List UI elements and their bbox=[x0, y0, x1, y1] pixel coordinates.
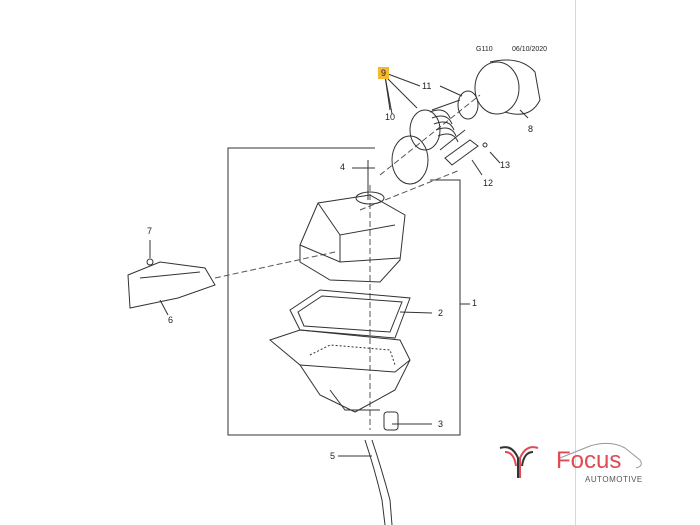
callout-10[interactable]: 10 bbox=[385, 112, 396, 122]
callout-9-highlighted[interactable]: 9 bbox=[378, 67, 390, 79]
part-1-lower-housing bbox=[268, 329, 411, 413]
part-1-air-cleaner-cover bbox=[299, 191, 406, 283]
callout-13[interactable]: 13 bbox=[500, 160, 511, 170]
callout-5[interactable]: 5 bbox=[330, 451, 336, 461]
part-12-sensor bbox=[444, 139, 479, 166]
part-8-housing bbox=[474, 59, 541, 115]
part-2-filter-element bbox=[289, 289, 411, 339]
part-11-clamp bbox=[457, 90, 479, 120]
page-border bbox=[575, 0, 576, 525]
callout-8[interactable]: 8 bbox=[528, 124, 534, 134]
callout-7[interactable]: 7 bbox=[147, 226, 153, 236]
callout-1[interactable]: 1 bbox=[472, 298, 478, 308]
callout-4[interactable]: 4 bbox=[340, 162, 346, 172]
callout-2[interactable]: 2 bbox=[438, 308, 444, 318]
car-outline-icon bbox=[559, 442, 642, 469]
assembly-bracket bbox=[227, 147, 461, 436]
callout-6[interactable]: 6 bbox=[168, 315, 174, 325]
callout-11[interactable]: 11 bbox=[422, 81, 432, 91]
part-3-drain-valve bbox=[383, 411, 399, 431]
part-9-hose bbox=[409, 99, 466, 151]
part-5-drain-tube bbox=[364, 439, 393, 525]
diagram-date: 06/10/2020 bbox=[512, 46, 548, 53]
part-10-clamp bbox=[391, 135, 429, 185]
logo-name: Focus bbox=[556, 447, 622, 474]
part-6-duct bbox=[127, 261, 216, 309]
diagram-code: G110 bbox=[476, 46, 493, 53]
callout-3[interactable]: 3 bbox=[438, 419, 444, 429]
logo-subtitle: AUTOMOTIVE bbox=[585, 475, 643, 484]
callout-12[interactable]: 12 bbox=[483, 178, 494, 188]
focus-logo-mark bbox=[499, 446, 539, 478]
part-7-fastener bbox=[146, 258, 154, 266]
